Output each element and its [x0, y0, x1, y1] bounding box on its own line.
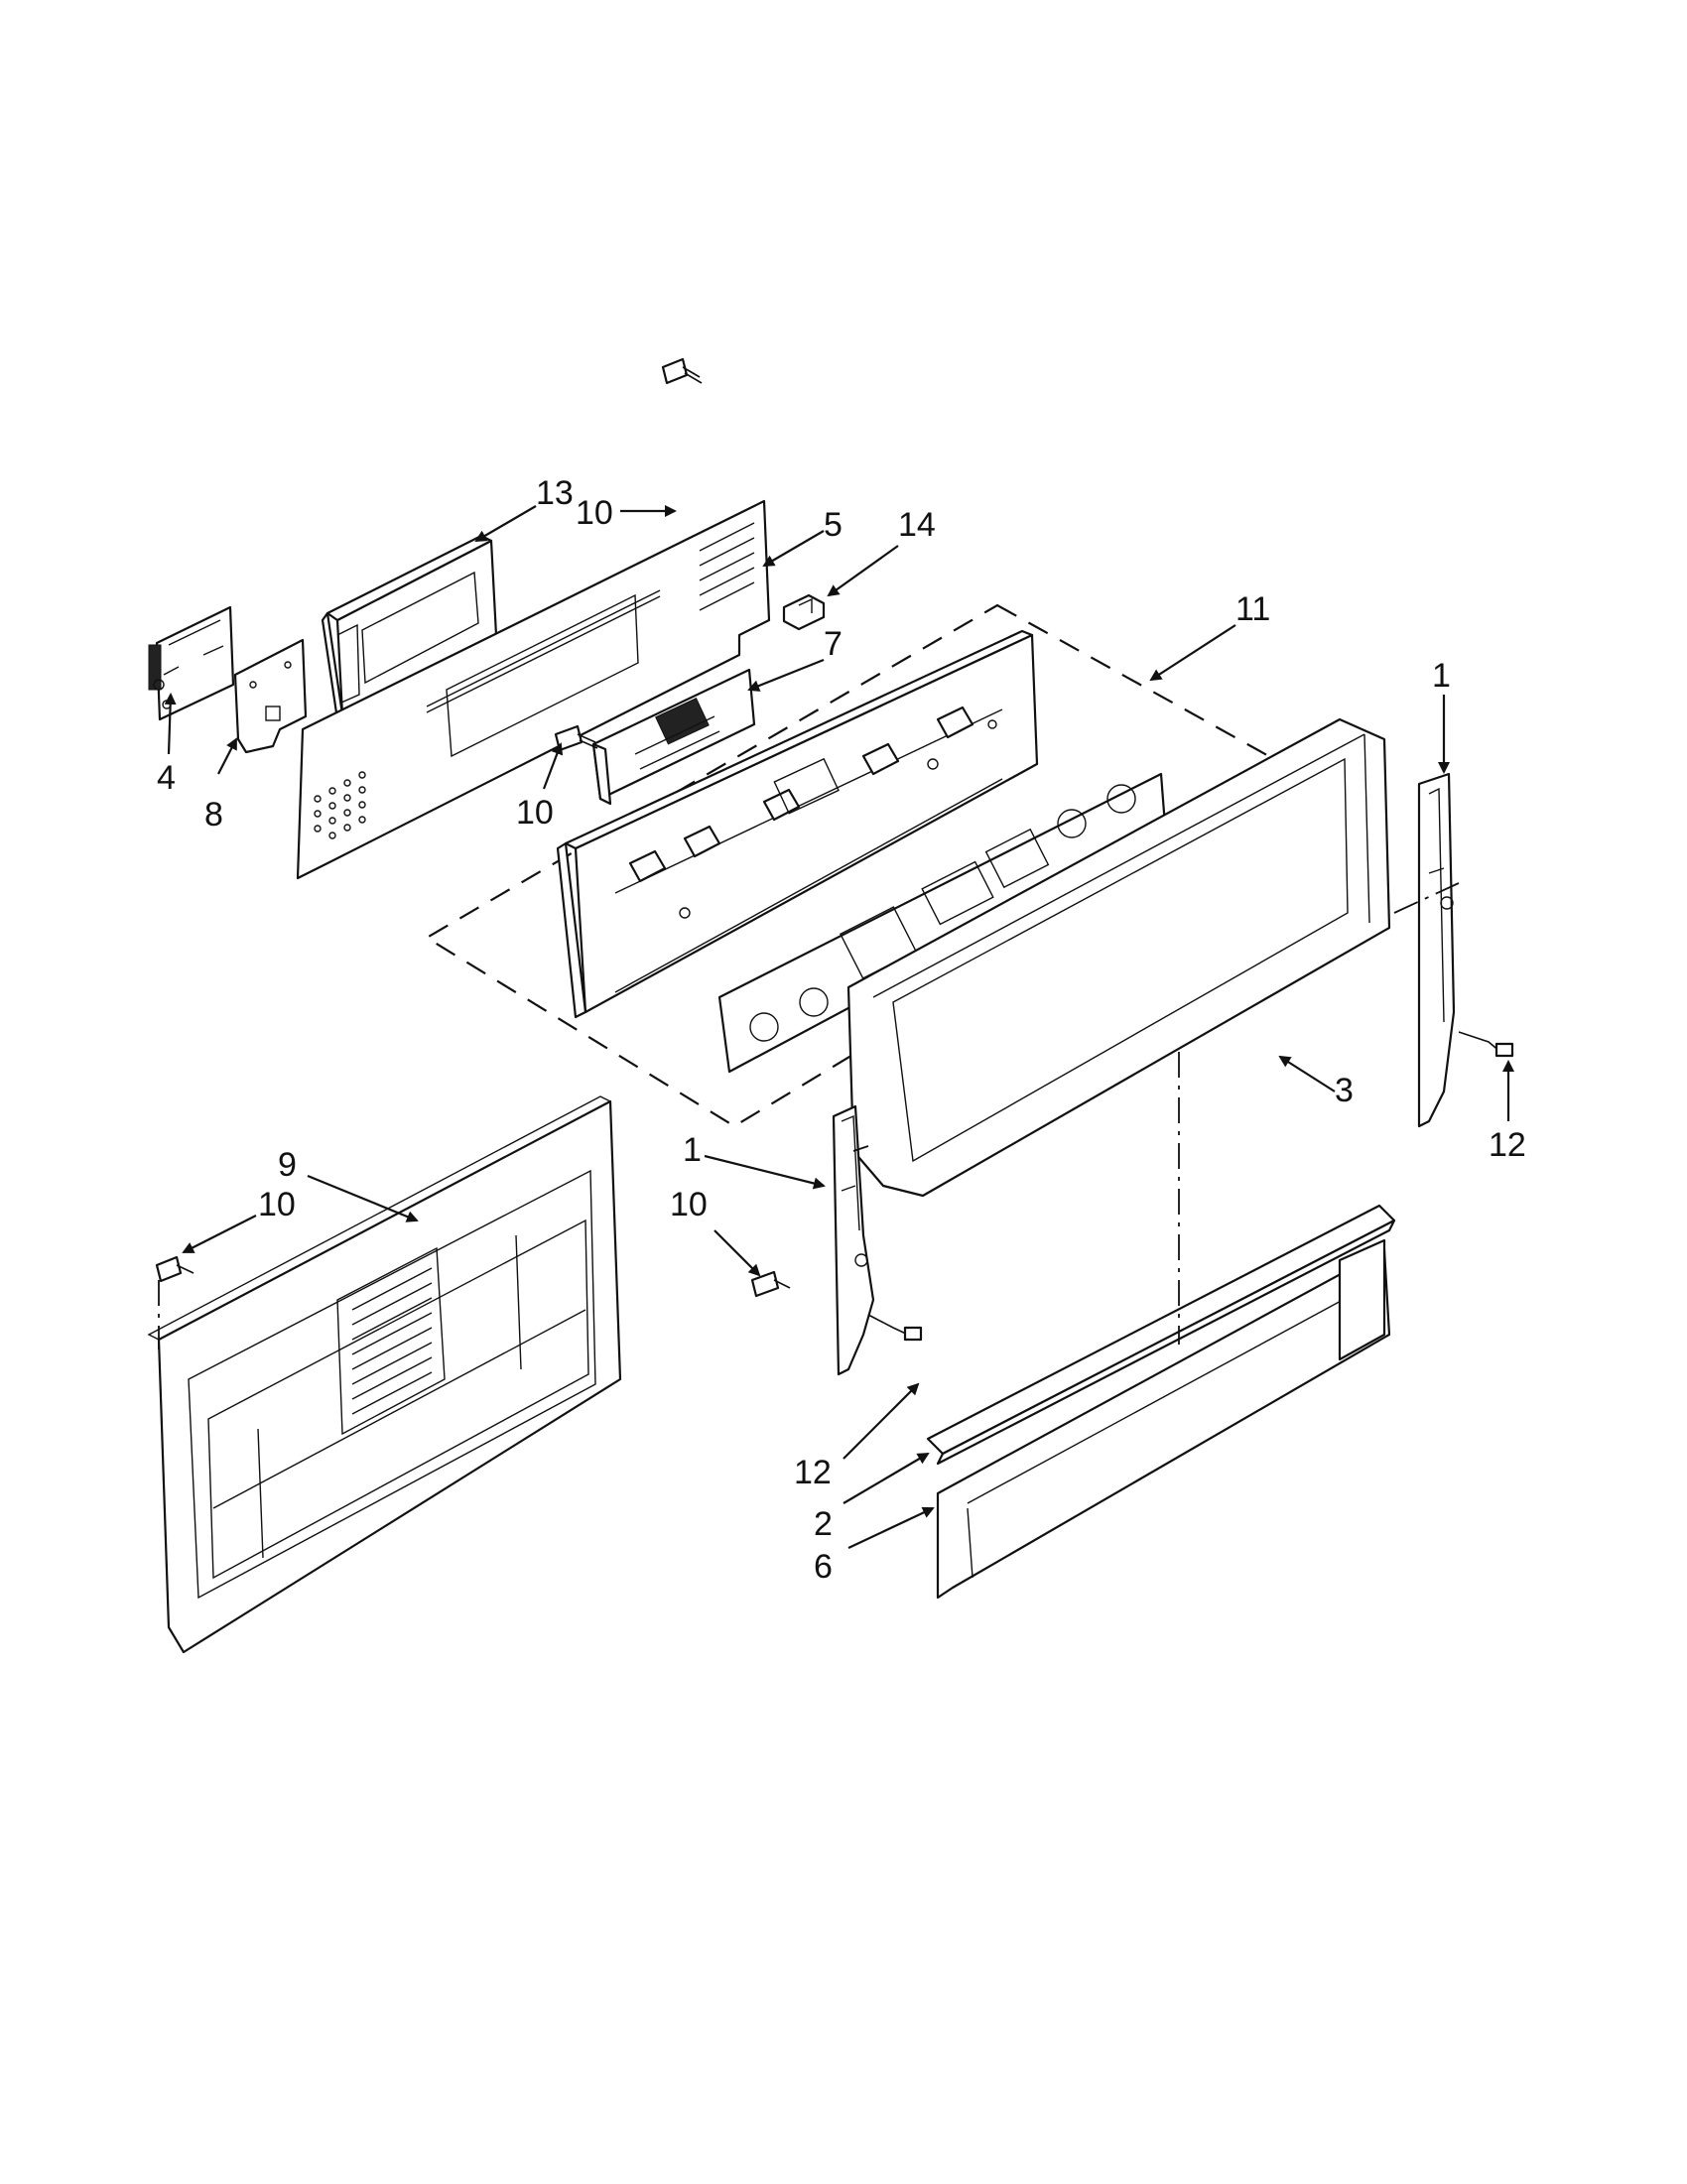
- callout-6: 6: [814, 1548, 833, 1586]
- part-8-bracket-plate: [233, 638, 308, 754]
- leader-12-center: [843, 1382, 920, 1460]
- part-10-screw-top: [661, 357, 703, 385]
- callout-1-center: 1: [683, 1131, 702, 1169]
- callout-12-center: 12: [794, 1454, 832, 1491]
- leader-10-center: [714, 1229, 761, 1277]
- part-2-support-channel: [926, 1204, 1396, 1466]
- callout-14: 14: [898, 506, 936, 544]
- leader-4: [164, 693, 177, 755]
- part-7-electronic-module: [591, 668, 756, 806]
- alignment-line-center: [852, 1145, 869, 1152]
- part-1-endcap-center: [832, 1104, 923, 1376]
- part-14-connector: [782, 593, 826, 631]
- leader-14: [827, 545, 899, 597]
- callout-12-right: 12: [1489, 1126, 1526, 1164]
- leader-11: [1149, 624, 1236, 682]
- callout-7: 7: [824, 625, 843, 663]
- leader-3: [1278, 1055, 1336, 1092]
- callout-9: 9: [278, 1146, 297, 1184]
- callout-1-right: 1: [1432, 657, 1451, 695]
- leader-8: [217, 737, 237, 775]
- callout-10-mid: 10: [516, 794, 554, 832]
- leader-10-left: [182, 1215, 257, 1253]
- part-6-lower-trim: [936, 1238, 1391, 1600]
- part-10-screw-center: [750, 1270, 791, 1298]
- callout-10-left: 10: [258, 1186, 296, 1223]
- leader-10-mid: [542, 742, 564, 790]
- part-10-screw-left: [155, 1255, 195, 1283]
- callout-3: 3: [1335, 1072, 1354, 1109]
- part-4-control-board: [148, 605, 235, 721]
- leader-5: [762, 530, 825, 568]
- callout-11: 11: [1235, 590, 1270, 628]
- leader-7: [747, 658, 825, 692]
- callout-2: 2: [814, 1505, 833, 1543]
- leader-9: [307, 1174, 419, 1222]
- callout-10-top: 10: [576, 494, 613, 532]
- callout-5: 5: [824, 506, 843, 544]
- callout-10-center: 10: [670, 1186, 708, 1223]
- leader-2: [843, 1452, 930, 1504]
- leader-6: [847, 1506, 935, 1549]
- leader-1-center: [704, 1154, 826, 1190]
- part-11-control-panel: [556, 629, 1039, 1019]
- callout-13: 13: [536, 474, 574, 512]
- alignment-line-right: [1393, 882, 1460, 914]
- callout-4: 4: [157, 759, 176, 797]
- callout-8: 8: [204, 796, 223, 834]
- part-9-back-panel: [147, 1095, 622, 1654]
- part-1-endcap-right: [1417, 772, 1514, 1128]
- leader-13: [474, 505, 537, 543]
- part-5-rear-panel: [296, 499, 771, 880]
